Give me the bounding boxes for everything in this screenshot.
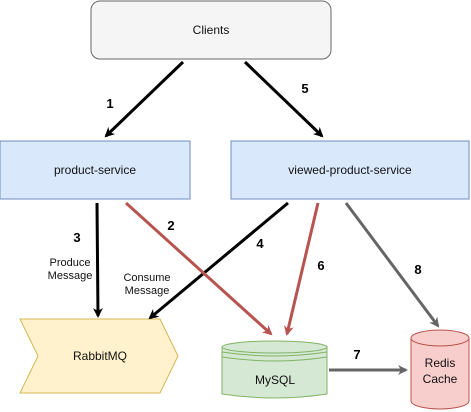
edge-4-text-line1: Consume: [123, 272, 170, 284]
mysql-node: MySQL: [221, 340, 328, 399]
edge-3-number: 3: [73, 230, 80, 245]
edge-4-text-line2: Message: [125, 285, 170, 297]
edge-8-arrow: [344, 202, 440, 328]
redis-cache-node: Redis Cache: [410, 329, 470, 410]
viewed-product-service-node: viewed-product-service: [230, 140, 470, 200]
edge-5-number: 5: [301, 81, 308, 96]
product-service-label: product-service: [54, 163, 136, 177]
edge-1-number: 1: [106, 96, 113, 111]
edge-5-arrow: [243, 60, 324, 138]
edge-6-arrow: [283, 202, 320, 336]
edge-2-arrow: [124, 201, 273, 336]
rabbitmq-label: RabbitMQ: [73, 349, 127, 363]
viewed-product-service-label: viewed-product-service: [288, 163, 412, 177]
edge-4-number: 4: [256, 236, 264, 251]
edge-3-arrow: [92, 202, 103, 318]
redis-label-line1: Redis: [425, 356, 456, 370]
rabbitmq-node: RabbitMQ: [19, 318, 179, 394]
clients-node: Clients: [90, 0, 332, 60]
edge-3-text-line2: Message: [48, 270, 93, 282]
edge-7-number: 7: [353, 347, 360, 362]
clients-label: Clients: [193, 23, 230, 37]
edge-2-number: 2: [167, 218, 174, 233]
redis-label-line2: Cache: [423, 372, 458, 386]
edge-3-text-line1: Produce: [50, 257, 91, 269]
edge-8-number: 8: [414, 262, 421, 277]
edge-6-number: 6: [317, 258, 324, 273]
edge-1-arrow: [104, 60, 185, 138]
product-service-node: product-service: [0, 140, 191, 200]
mysql-label: MySQL: [255, 373, 295, 387]
edge-4-arrow: [148, 201, 289, 320]
